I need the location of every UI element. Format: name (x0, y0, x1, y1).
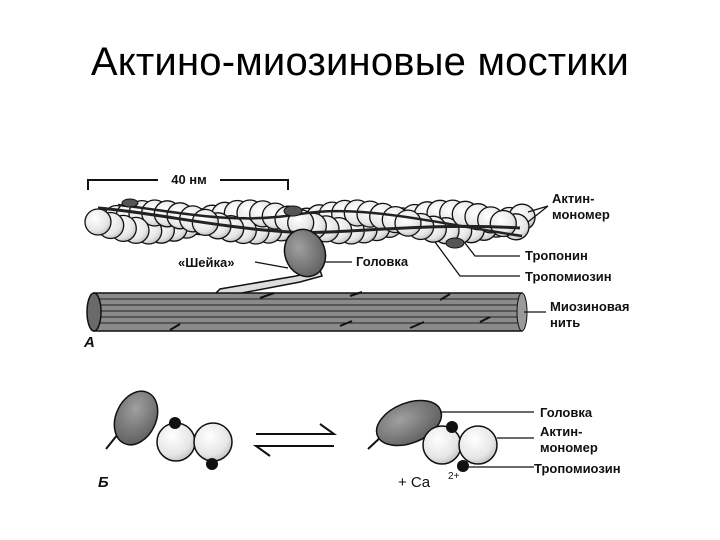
label-tropomyosin-b: Тропомиозин (534, 461, 621, 476)
label-head-b: Головка (540, 405, 593, 420)
label-actin-b-1: Актин- (540, 424, 582, 439)
calcium-label: + Ca (398, 474, 431, 491)
panel-label-b: Б (98, 474, 109, 491)
leader-lines-a (254, 205, 549, 313)
tropomyosin-dot (169, 417, 181, 429)
label-head: Головка (356, 254, 409, 269)
troponin-blob (445, 237, 465, 249)
label-actin-b-2: мономер (540, 440, 598, 455)
slide-title: Актино-миозиновые мостики (90, 40, 630, 84)
tropomyosin-dot (457, 460, 469, 472)
label-myosin-1: Миозиновая (550, 299, 629, 314)
actin-monomer (458, 425, 498, 465)
troponin-complexes (121, 198, 465, 249)
actin-monomer (193, 422, 233, 462)
calcium-charge: 2+ (448, 471, 460, 482)
leader-lines-b (440, 411, 534, 468)
myosin-head-attached (375, 399, 443, 447)
myosin-head (283, 228, 327, 278)
troponin-blob (283, 205, 303, 217)
state-attached (367, 399, 498, 472)
troponin-blob (121, 198, 139, 208)
state-detached (105, 390, 233, 470)
label-troponin: Тропонин (525, 248, 588, 263)
tropomyosin-dot (446, 421, 458, 433)
actin-monomer (489, 209, 517, 238)
label-actin-monomer-2: мономер (552, 207, 610, 222)
label-neck: «Шейка» (178, 255, 234, 270)
scale-label: 40 нм (171, 172, 207, 187)
myosin-head-detached (113, 390, 159, 446)
myosin-crossbridge (210, 228, 327, 298)
actin-filament (84, 199, 536, 245)
label-tropomyosin: Тропомиозин (525, 269, 612, 284)
actin-monomer (394, 209, 422, 237)
tropomyosin-dot (206, 458, 218, 470)
label-actin-monomer-1: Актин- (552, 191, 594, 206)
actin-monomer (84, 208, 112, 236)
myosin-filament (86, 291, 528, 332)
equilibrium-arrows (252, 423, 338, 457)
panel-label-a: А (83, 334, 95, 351)
label-myosin-2: нить (550, 315, 580, 330)
